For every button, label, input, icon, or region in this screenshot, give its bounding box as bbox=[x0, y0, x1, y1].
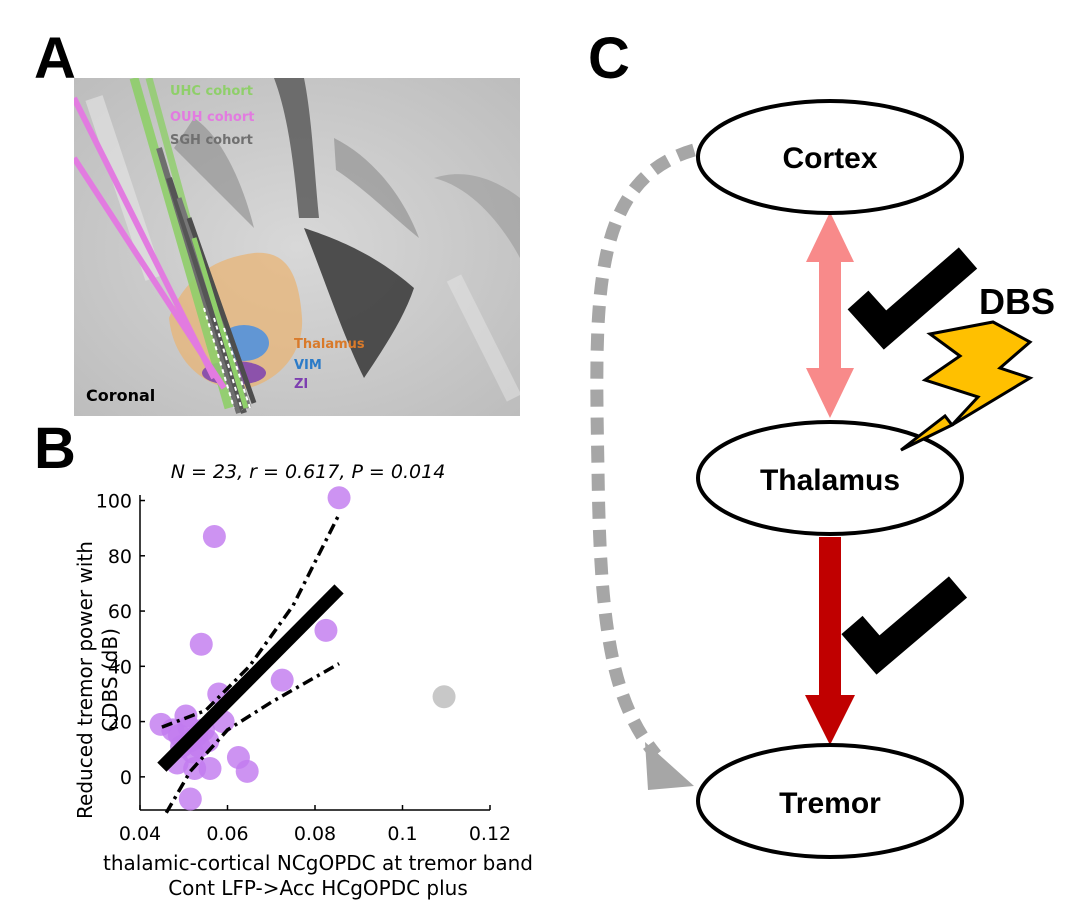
y-tick-label: 60 bbox=[108, 601, 132, 623]
data-point bbox=[189, 632, 213, 656]
x-tick-label: 0.08 bbox=[294, 823, 336, 845]
mri-illustration bbox=[74, 78, 520, 416]
data-point bbox=[314, 618, 338, 642]
node-thalamus-label: Thalamus bbox=[760, 464, 900, 497]
region-label-vim: VIM bbox=[294, 358, 322, 373]
mri-coronal-image bbox=[74, 78, 520, 416]
y-tick-label: 20 bbox=[108, 712, 132, 734]
cortex-thalamus-arrow-head-down bbox=[806, 368, 854, 418]
panel-letter-a: A bbox=[34, 26, 76, 91]
cohort-label-ouh: OUH cohort bbox=[170, 110, 255, 125]
ci-lower-line bbox=[164, 662, 340, 814]
data-point bbox=[327, 486, 351, 510]
thalamus-tremor-arrow-shaft bbox=[819, 537, 841, 705]
thalamus-tremor-arrow-head bbox=[805, 695, 855, 745]
checkmark-icon-upper bbox=[847, 247, 978, 350]
data-point bbox=[178, 787, 202, 811]
data-point bbox=[202, 524, 226, 548]
node-thalamus bbox=[696, 420, 964, 536]
panel-letter-c: C bbox=[588, 26, 630, 91]
cortex-thalamus-arrow-head-up bbox=[806, 212, 854, 262]
dashed-cortex-tremor-arrow bbox=[590, 143, 696, 760]
x-tick-label: 0.06 bbox=[206, 823, 248, 845]
data-point bbox=[270, 668, 294, 692]
y-tick-label: 40 bbox=[108, 656, 132, 678]
data-point bbox=[235, 759, 259, 783]
data-point bbox=[198, 757, 222, 781]
node-tremor-label: Tremor bbox=[779, 787, 881, 820]
panel-letter-b: B bbox=[34, 416, 76, 481]
dbs-label: DBS bbox=[979, 281, 1055, 322]
ci-upper-line bbox=[161, 513, 341, 729]
chart-title: N = 23, r = 0.617, P = 0.014 bbox=[171, 461, 446, 483]
node-cortex bbox=[696, 99, 964, 215]
x-tick-label: 0.1 bbox=[387, 823, 417, 845]
pathway-diagram: Cortex Thalamus Tremor DBS bbox=[590, 99, 1055, 859]
cohort-label-uhc: UHC cohort bbox=[170, 84, 253, 99]
cortex-thalamus-arrow-shaft bbox=[819, 252, 841, 380]
outlier-point bbox=[432, 685, 456, 709]
region-label-zi: ZI bbox=[294, 377, 309, 392]
lightning-bolt-tip bbox=[900, 413, 955, 452]
x-axis-label: thalamic-cortical NCgOPDC at tremor band bbox=[103, 851, 533, 875]
x-tick-label: 0.04 bbox=[119, 823, 161, 845]
y-tick-label: 0 bbox=[120, 767, 132, 789]
node-cortex-label: Cortex bbox=[782, 142, 877, 175]
x-tick-label: 0.12 bbox=[469, 823, 511, 845]
lightning-bolt-icon bbox=[921, 320, 1034, 427]
dashed-arrow-head bbox=[645, 742, 694, 790]
view-label-coronal: Coronal bbox=[86, 386, 156, 405]
node-tremor bbox=[696, 743, 964, 859]
scatter-chart: N = 23, r = 0.617, P = 0.014 0.04 0.06 0.0… bbox=[73, 461, 533, 900]
checkmark-icon-lower bbox=[841, 576, 968, 675]
y-axis-label-line2: CDBS (dB) bbox=[98, 628, 122, 732]
x-axis-label-line2: Cont LFP->Acc HCgOPDC plus bbox=[168, 876, 468, 900]
y-axis-label: Reduced tremor power with bbox=[73, 541, 97, 819]
y-tick-label: 80 bbox=[108, 546, 132, 568]
fit-line bbox=[157, 584, 344, 772]
y-tick-label: 100 bbox=[96, 491, 132, 513]
region-label-thalamus: Thalamus bbox=[294, 337, 365, 352]
cohort-label-sgh: SGH cohort bbox=[170, 133, 253, 148]
